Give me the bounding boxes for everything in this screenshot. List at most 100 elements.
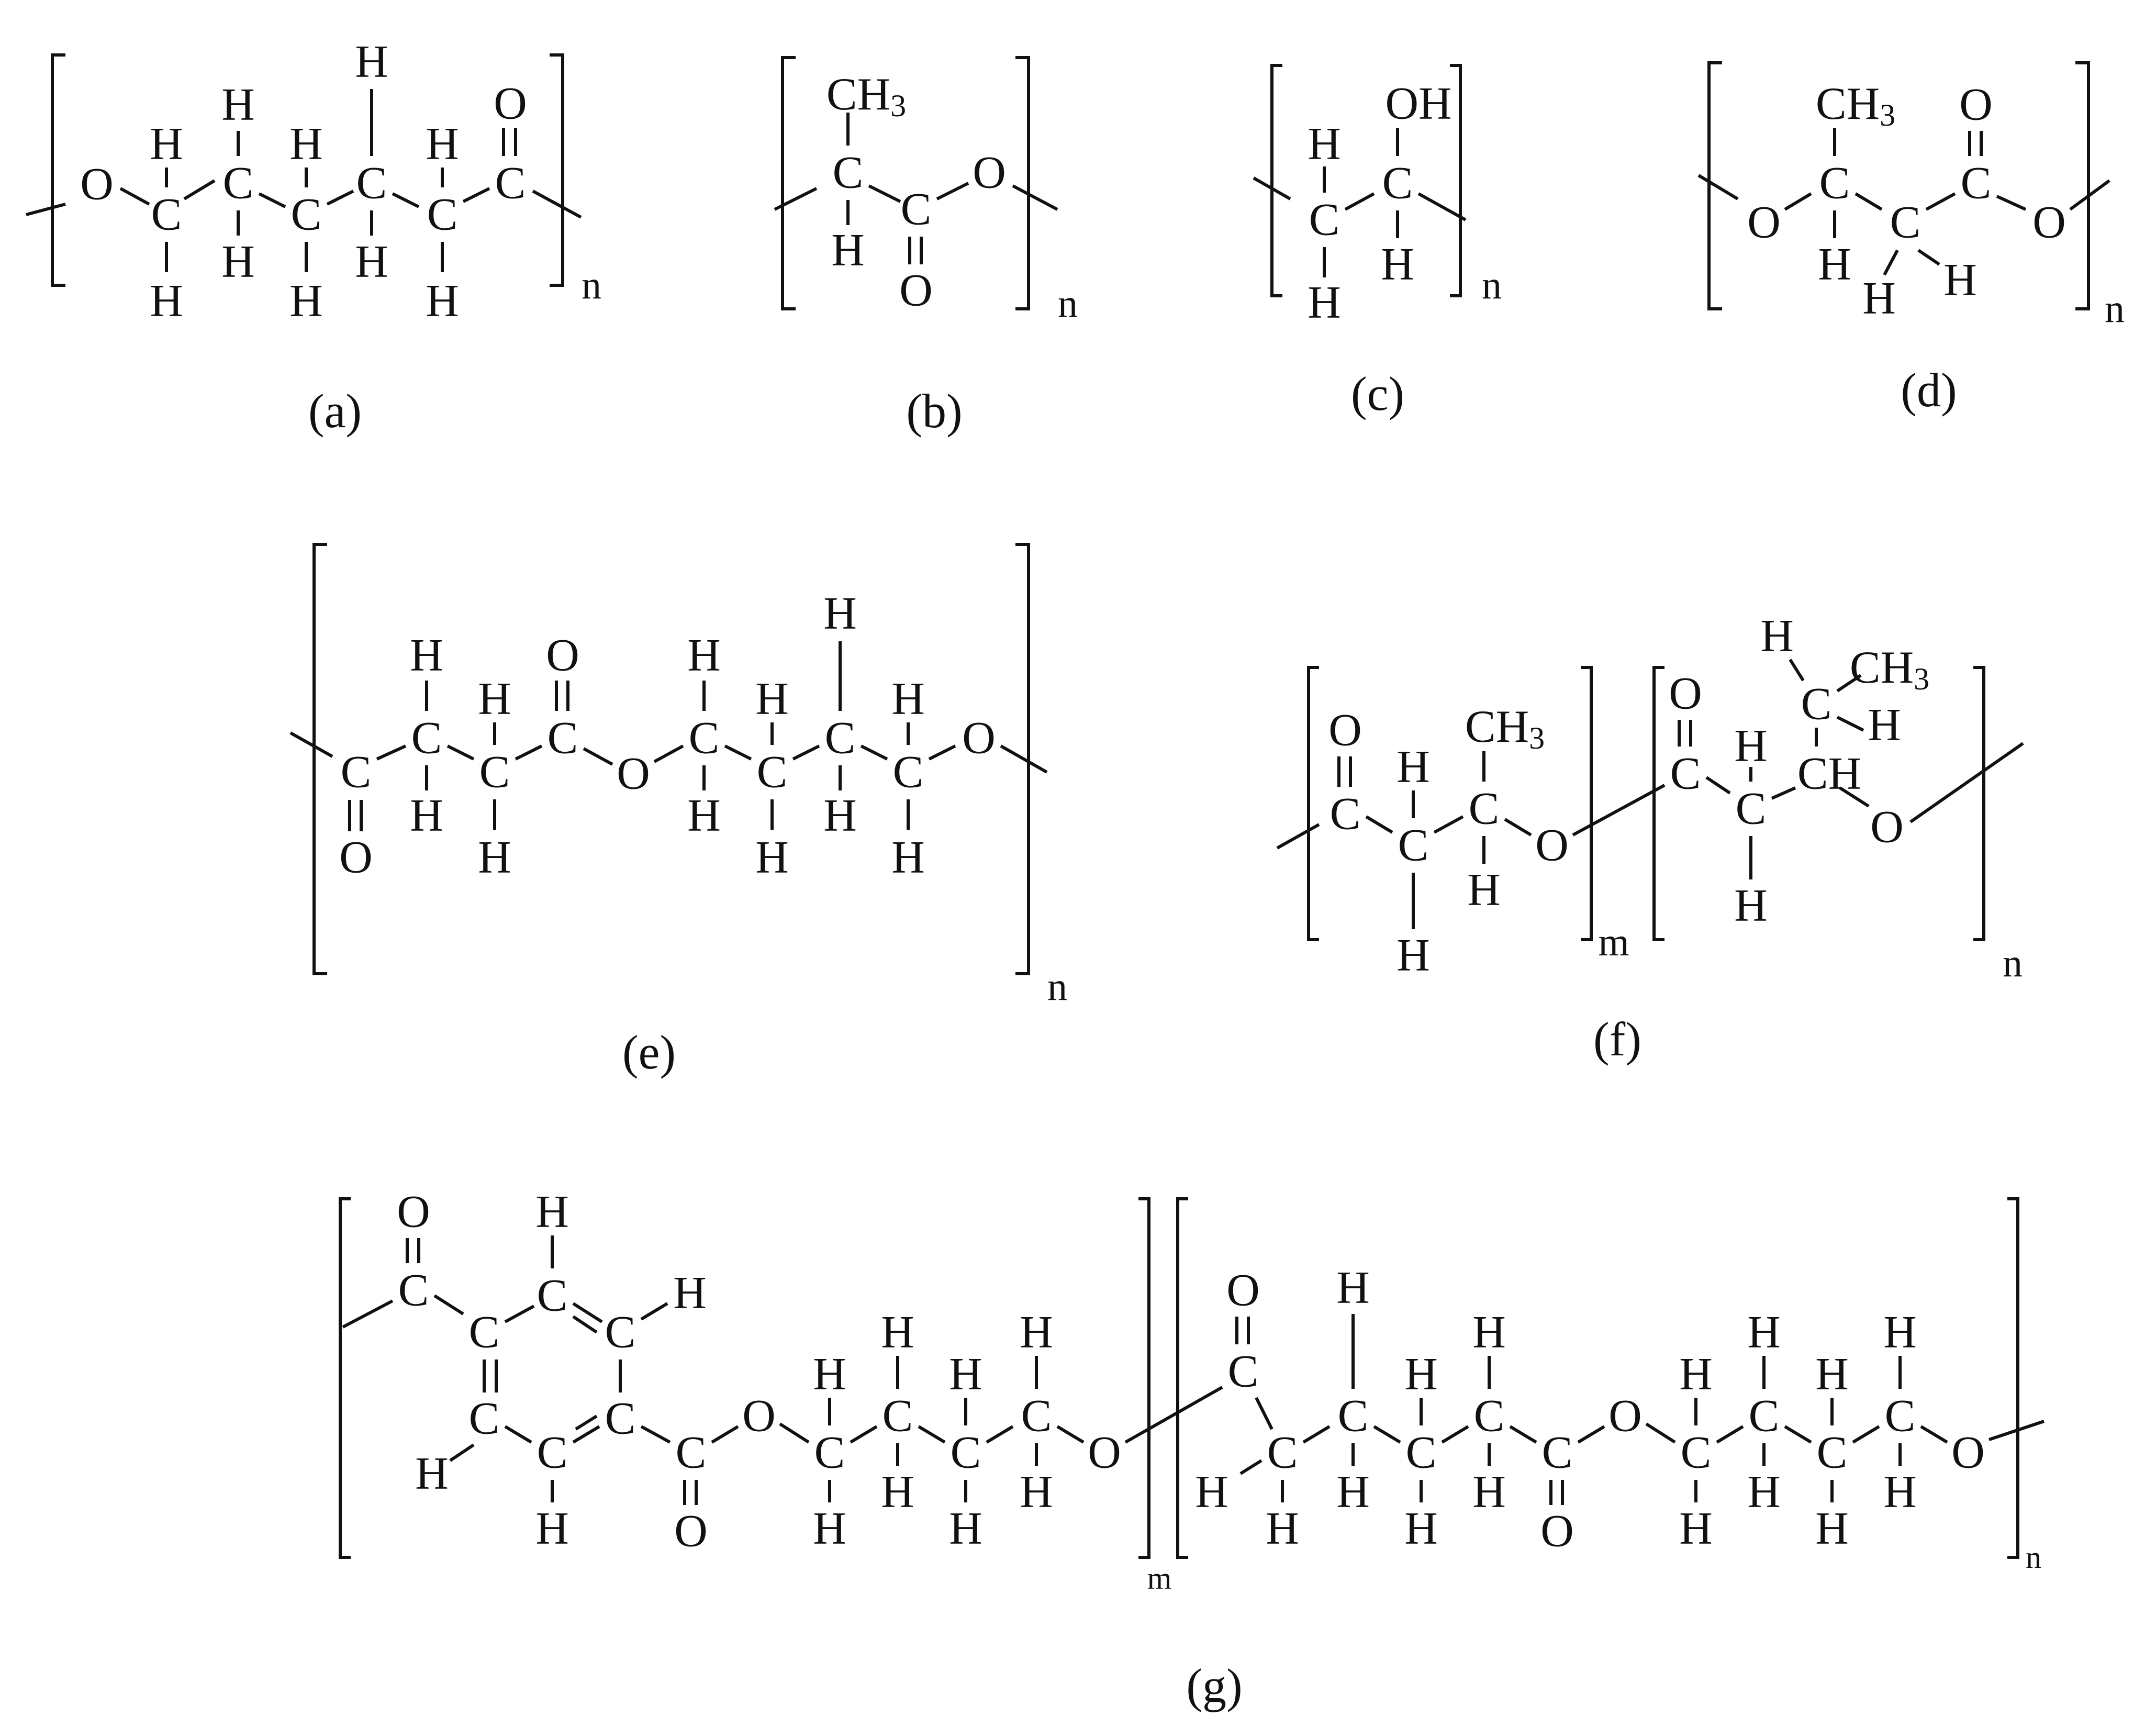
bracket-left-n	[1176, 1197, 1188, 1559]
caption-a: (a)	[308, 384, 362, 438]
atom-C: C	[1890, 197, 1921, 248]
group-OH: OH	[1385, 79, 1451, 129]
atom-H: H	[687, 630, 721, 681]
atom-C: C	[689, 713, 720, 764]
atom-C: C	[151, 190, 182, 240]
atom-C: C	[1961, 158, 1992, 209]
atom-H: H	[289, 276, 323, 327]
atom-H: H	[673, 1268, 707, 1319]
atom-H: H	[1472, 1467, 1506, 1518]
atom-H: H	[755, 674, 789, 725]
atom-H: H	[1943, 255, 1977, 306]
atom-H: H	[415, 1449, 449, 1499]
atom-H: H	[1020, 1307, 1053, 1358]
group-CH3: CH3	[1816, 79, 1895, 133]
atom-H: H	[355, 37, 388, 87]
bracket-left	[1707, 61, 1722, 310]
atom-H: H	[949, 1349, 982, 1400]
atom-H: H	[1747, 1307, 1781, 1358]
bracket-right-n	[1973, 666, 1985, 941]
caption-b: (b)	[906, 384, 962, 438]
caption-c: (c)	[1351, 367, 1404, 420]
atom-O: O	[339, 832, 373, 883]
atom-O: O	[1540, 1506, 1574, 1557]
bracket-right	[1015, 56, 1030, 310]
atom-C: C	[1749, 1391, 1780, 1442]
caption-g: (g)	[1186, 1659, 1242, 1712]
atom-C: C	[427, 190, 458, 240]
atom-O: O	[2032, 197, 2066, 248]
atom-C: C	[1817, 1428, 1848, 1478]
atom-O: O	[1747, 197, 1781, 248]
caption-e: (e)	[622, 1026, 676, 1079]
atom-C: C	[1469, 784, 1500, 834]
atom-C: C	[1382, 158, 1413, 209]
atom-H: H	[813, 1503, 846, 1554]
atom-C: C	[951, 1428, 981, 1478]
atom-H: H	[823, 790, 857, 841]
atom-O: O	[1951, 1428, 1985, 1478]
atom-H: H	[535, 1187, 569, 1238]
atom-H: H	[426, 119, 459, 170]
group-CH: CH	[1797, 749, 1861, 799]
atom-H: H	[221, 80, 255, 130]
atom-H: H	[1760, 611, 1794, 662]
atom-H: H	[1679, 1349, 1713, 1400]
atom-C: C	[1228, 1346, 1259, 1397]
atom-C: C	[1406, 1428, 1437, 1478]
bracket-left	[781, 56, 796, 310]
atom-C: C	[882, 1391, 913, 1442]
atom-O: O	[1669, 668, 1702, 719]
structure-e: C O C H H C H H C O O C H H C H H C	[289, 543, 1067, 1079]
atom-C: C	[291, 190, 322, 240]
atom-H: H	[881, 1467, 914, 1518]
atom-C: C	[1801, 679, 1832, 730]
atom-C: C	[537, 1428, 568, 1478]
bracket-right	[1450, 64, 1462, 297]
atom-O: O	[973, 148, 1006, 198]
atom-O: O	[1226, 1265, 1260, 1316]
atom-C: C	[825, 713, 856, 764]
atom-C: C	[1819, 158, 1850, 209]
atom-C: C	[411, 713, 442, 764]
atom-H: H	[813, 1349, 846, 1400]
atom-O: O	[742, 1391, 776, 1442]
atom-H: H	[410, 790, 443, 841]
atom-C: C	[341, 747, 372, 798]
atom-C: C	[1681, 1428, 1712, 1478]
atom-H: H	[1815, 1503, 1849, 1554]
subscript-n: n	[1058, 282, 1078, 326]
subscript-n: n	[582, 263, 601, 307]
atom-O: O	[546, 630, 579, 681]
atom-H: H	[1397, 930, 1430, 981]
structure-a: O C H H C H H C H H C H H C H H C O	[26, 37, 601, 438]
bracket-right-m	[1138, 1197, 1150, 1559]
atom-H: H	[831, 225, 865, 276]
atom-H: H	[1472, 1307, 1506, 1358]
atom-H: H	[1747, 1467, 1781, 1518]
atom-H: H	[1336, 1263, 1370, 1313]
atom-H: H	[410, 630, 443, 681]
atom-C: C	[223, 158, 254, 209]
bracket-left	[1270, 64, 1282, 297]
atom-C: C	[901, 184, 932, 235]
group-CH3: CH3	[826, 69, 906, 124]
atom-H: H	[1397, 742, 1430, 793]
atom-H: H	[949, 1503, 982, 1554]
atom-H: H	[1266, 1503, 1299, 1554]
atom-H: H	[1336, 1467, 1370, 1518]
atom-H: H	[478, 832, 511, 883]
atom-C: C	[1338, 1391, 1369, 1442]
atom-O: O	[80, 159, 114, 210]
atom-C: C	[1542, 1428, 1573, 1478]
atom-C: C	[605, 1307, 636, 1358]
atom-H: H	[1862, 273, 1896, 324]
atom-H: H	[1404, 1503, 1438, 1554]
atom-C: C	[1309, 195, 1340, 246]
atom-H: H	[891, 832, 925, 883]
atom-O: O	[397, 1187, 430, 1238]
atom-H: H	[1815, 1349, 1849, 1400]
atom-C: C	[833, 148, 864, 198]
atom-H: H	[1404, 1349, 1438, 1400]
